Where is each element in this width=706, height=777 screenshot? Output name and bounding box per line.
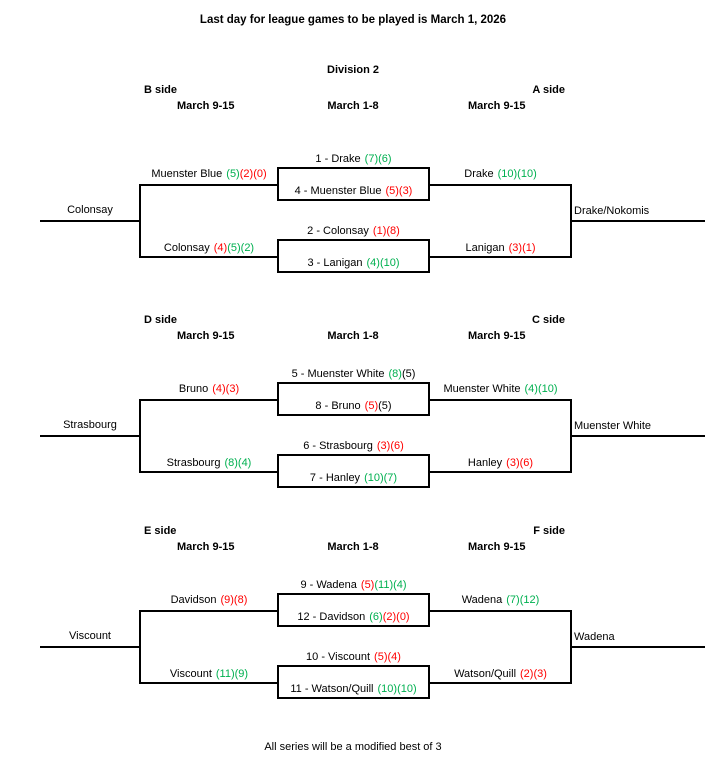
team-label: Davidson(9)(8) xyxy=(170,594,248,606)
date-label-left: March 9-15 xyxy=(177,100,235,112)
team-label: 12 - Davidson(6)(2)(0) xyxy=(297,611,410,623)
score-tokens: (8)(5) xyxy=(388,368,416,380)
deadline-note: Last day for league games to be played i… xyxy=(199,14,507,26)
team-label: Drake(10)(10) xyxy=(464,168,537,180)
team-label: 10 - Viscount(5)(4) xyxy=(306,651,401,663)
team-label: 8 - Bruno(5)(5) xyxy=(315,400,392,412)
connector-line xyxy=(139,256,279,258)
bracket-section-1: B side A side March 9-15 March 1-8 March… xyxy=(0,84,706,284)
score-tokens: (10)(10) xyxy=(377,683,417,695)
winner-line xyxy=(571,646,705,648)
score-tokens: (8)(4) xyxy=(224,457,252,469)
side-label-left: B side xyxy=(144,84,178,96)
feeder-line-left xyxy=(40,435,140,437)
date-label-center: March 1-8 xyxy=(327,100,379,112)
score-tokens: (5)(11)(4) xyxy=(360,579,407,591)
score-tokens: (4)(5)(2) xyxy=(213,242,255,254)
date-label-left: March 9-15 xyxy=(177,541,235,553)
feeder-team-label: Colonsay xyxy=(67,204,113,216)
side-label-left: D side xyxy=(144,314,178,326)
winner-label: Wadena xyxy=(574,631,615,643)
feeder-team-label: Strasbourg xyxy=(63,419,117,431)
winner-label: Drake/Nokomis xyxy=(574,205,650,217)
team-label: 3 - Lanigan(4)(10) xyxy=(307,257,400,269)
team-label: Hanley(3)(6) xyxy=(467,457,534,469)
connector-line xyxy=(428,471,572,473)
team-label: Muenster White(4)(10) xyxy=(443,383,558,395)
left-bracket-line xyxy=(139,184,141,258)
team-label: 6 - Strasbourg(3)(6) xyxy=(303,440,404,452)
score-tokens: (5)(4) xyxy=(374,651,401,663)
date-label-right: March 9-15 xyxy=(468,330,526,342)
connector-line xyxy=(428,399,572,401)
score-tokens: (9)(8) xyxy=(220,594,248,606)
team-label: 4 - Muenster Blue(5)(3) xyxy=(294,185,413,197)
score-tokens: (10)(10) xyxy=(497,168,537,180)
team-label: Strasbourg(8)(4) xyxy=(166,457,252,469)
score-tokens: (5)(3) xyxy=(385,185,413,197)
team-label: 2 - Colonsay(1)(8) xyxy=(307,225,400,237)
team-label: Watson/Quill(2)(3) xyxy=(454,668,547,680)
score-tokens: (4)(3) xyxy=(212,383,240,395)
series-format-note: All series will be a modified best of 3 xyxy=(264,741,442,753)
score-tokens: (7)(6) xyxy=(364,153,392,165)
team-label: 11 - Watson/Quill(10)(10) xyxy=(290,683,417,695)
division-title: Division 2 xyxy=(327,64,379,76)
connector-line xyxy=(428,256,572,258)
score-tokens: (1)(8) xyxy=(372,225,400,237)
score-tokens: (2)(3) xyxy=(520,668,547,680)
connector-line xyxy=(139,184,279,186)
date-label-left: March 9-15 xyxy=(177,330,235,342)
bracket-section-3: E side F side March 9-15 March 1-8 March… xyxy=(0,525,706,710)
team-label: Wadena(7)(12) xyxy=(461,594,540,606)
date-label-center: March 1-8 xyxy=(327,541,379,553)
score-tokens: (5)(2)(0) xyxy=(226,168,267,180)
feeder-line-left xyxy=(40,646,140,648)
bracket-section-2: D side C side March 9-15 March 1-8 March… xyxy=(0,314,706,499)
score-tokens: (3)(6) xyxy=(506,457,534,469)
team-label: Colonsay(4)(5)(2) xyxy=(163,242,255,254)
team-label: Lanigan(3)(1) xyxy=(465,242,536,254)
side-label-right: F side xyxy=(533,525,565,537)
score-tokens: (4)(10) xyxy=(524,383,558,395)
date-label-right: March 9-15 xyxy=(468,100,526,112)
team-label: 7 - Hanley(10)(7) xyxy=(309,472,398,484)
feeder-line-left xyxy=(40,220,140,222)
feeder-team-label: Viscount xyxy=(69,630,111,642)
team-label: Muenster Blue(5)(2)(0) xyxy=(151,168,267,180)
score-tokens: (7)(12) xyxy=(506,594,540,606)
winner-line xyxy=(571,220,705,222)
side-label-left: E side xyxy=(144,525,177,537)
connector-line xyxy=(139,682,279,684)
left-bracket-line xyxy=(139,610,141,684)
connector-line xyxy=(139,399,279,401)
connector-line xyxy=(139,610,279,612)
connector-line xyxy=(428,184,572,186)
team-label: 5 - Muenster White(8)(5) xyxy=(291,368,416,380)
score-tokens: (3)(1) xyxy=(508,242,536,254)
score-tokens: (10)(7) xyxy=(364,472,398,484)
connector-line xyxy=(428,610,572,612)
team-label: Bruno(4)(3) xyxy=(178,383,240,395)
winner-line xyxy=(571,435,705,437)
score-tokens: (11)(9) xyxy=(215,668,249,680)
side-label-right: C side xyxy=(531,314,565,326)
connector-line xyxy=(139,471,279,473)
left-bracket-line xyxy=(139,399,141,473)
side-label-right: A side xyxy=(532,84,565,96)
winner-label: Muenster White xyxy=(574,420,652,432)
team-label: Viscount(11)(9) xyxy=(169,668,249,680)
connector-line xyxy=(428,682,572,684)
team-label: 9 - Wadena(5)(11)(4) xyxy=(300,579,407,591)
score-tokens: (5)(5) xyxy=(364,400,392,412)
date-label-center: March 1-8 xyxy=(327,330,379,342)
score-tokens: (6)(2)(0) xyxy=(369,611,410,623)
score-tokens: (3)(6) xyxy=(376,440,404,452)
team-label: 1 - Drake(7)(6) xyxy=(315,153,392,165)
score-tokens: (4)(10) xyxy=(366,257,400,269)
date-label-right: March 9-15 xyxy=(468,541,526,553)
